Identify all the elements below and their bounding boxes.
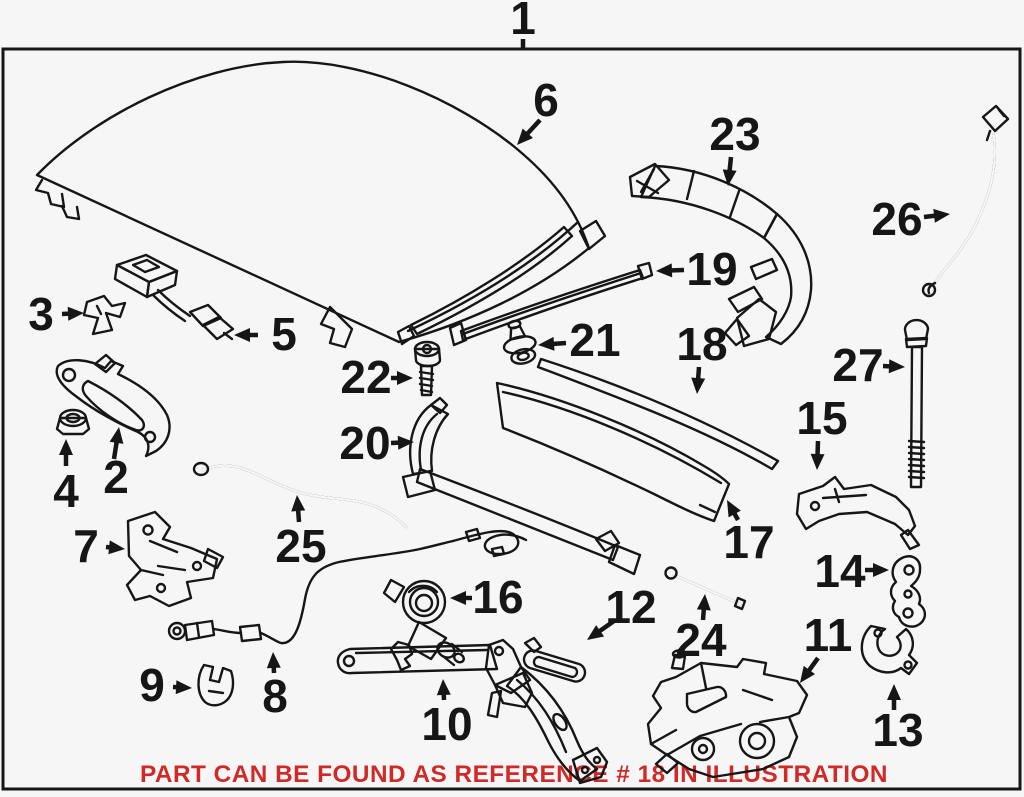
part-arrow-head-9 <box>175 680 192 695</box>
part-label-13: 13 <box>872 704 923 756</box>
part-5-striker-cable-drawing <box>113 253 235 341</box>
part-20-rail-bracket-drawing <box>401 396 642 576</box>
part-arrow-head-15 <box>810 453 825 470</box>
part-arrow-15 <box>815 440 821 462</box>
part-arrow-6 <box>521 118 542 140</box>
part-arrow-24 <box>700 602 707 621</box>
part-27-stud-bolt-drawing <box>903 318 930 489</box>
part-arrow-head-26 <box>933 208 950 223</box>
part-arrow-head-7 <box>108 540 125 555</box>
part-label-5: 5 <box>271 308 297 360</box>
part-label-24: 24 <box>675 614 727 666</box>
part-14-link-plate-drawing <box>889 555 927 628</box>
part-2-bracket-drawing <box>55 353 171 458</box>
part-arrow-19 <box>664 267 685 273</box>
part-arrow-head-19 <box>656 263 673 278</box>
part-arrow-27 <box>882 363 897 369</box>
part-label-9: 9 <box>139 659 165 711</box>
part-11-main-latch-drawing <box>646 649 809 779</box>
part-12-bumper-pad-drawing <box>522 636 587 683</box>
part-label-26: 26 <box>871 193 922 245</box>
part-18-trim-strip-drawing <box>536 357 780 471</box>
part-label-17: 17 <box>723 516 774 568</box>
part-arrow-21 <box>546 340 567 347</box>
part-label-16: 16 <box>472 571 523 623</box>
part-4-grommet-drawing <box>55 408 91 436</box>
part-label-23: 23 <box>709 108 760 160</box>
part-arrow-head-5 <box>234 328 250 342</box>
part-arrow-head-4 <box>59 439 73 455</box>
part-label-12: 12 <box>605 581 656 633</box>
part-arrow-3 <box>61 311 76 317</box>
part-15-guide-bracket-drawing <box>795 475 921 551</box>
part-arrow-head-14 <box>873 563 889 577</box>
part-label-20: 20 <box>339 417 390 469</box>
reference-notice-text: PART CAN BE FOUND AS REFERENCE # 18 IN I… <box>140 761 888 788</box>
part-arrow-25 <box>295 503 302 523</box>
part-24-rod-drawing <box>664 566 747 611</box>
part-25-weatherstrip-drawing <box>192 461 408 529</box>
part-label-19: 19 <box>686 243 737 295</box>
part-label-22: 22 <box>340 351 391 403</box>
part-10-tension-arm-drawing <box>336 638 609 785</box>
part-22-screw-drawing <box>413 340 442 397</box>
part-arrow-26 <box>923 212 942 220</box>
part-label-2: 2 <box>103 451 129 503</box>
part-arrow-17 <box>729 506 740 522</box>
part-arrow-head-2 <box>109 427 124 444</box>
part-17-quarter-glass-drawing <box>495 381 731 523</box>
illustration-border <box>1 47 1022 791</box>
part-23-pillar-frame-drawing <box>628 162 813 348</box>
part-arrow-18 <box>695 366 702 386</box>
part-6-roof-panel-drawing <box>34 60 607 349</box>
part-label-27: 27 <box>832 339 883 391</box>
part-arrow-head-23 <box>722 169 737 186</box>
part-label-14: 14 <box>814 545 866 597</box>
part-13-hook-bracket-drawing <box>860 624 919 676</box>
part-arrow-head-8 <box>266 652 281 669</box>
part-arrow-head-13 <box>887 684 901 700</box>
part-3-clip-drawing <box>82 294 127 336</box>
part-label-8: 8 <box>262 670 288 722</box>
part-arrow-7 <box>105 544 117 551</box>
part-label-15: 15 <box>796 392 847 444</box>
part-arrow-head-27 <box>888 359 905 374</box>
part-arrow-11 <box>803 656 820 678</box>
part-arrow-20 <box>390 440 406 446</box>
part-label-10: 10 <box>421 698 472 750</box>
part-7-lock-drawing <box>125 510 225 608</box>
part-label-18: 18 <box>676 318 727 370</box>
part-arrow-head-18 <box>691 377 706 394</box>
part-arrow-head-21 <box>538 336 555 351</box>
part-arrow-2 <box>111 435 120 460</box>
part-8-cable-drawing <box>167 527 528 645</box>
part-label-11: 11 <box>804 609 853 661</box>
part-label-1: 1 <box>510 0 536 44</box>
line-art-layer <box>34 60 1010 785</box>
part-arrow-head-20 <box>397 435 414 450</box>
part-label-6: 6 <box>533 74 559 126</box>
part-arrow-12 <box>593 619 616 637</box>
part-label-7: 7 <box>73 520 99 572</box>
part-arrow-head-22 <box>397 371 413 385</box>
part-arrow-9 <box>172 684 184 690</box>
part-label-3: 3 <box>28 288 54 340</box>
part-arrow-10 <box>441 687 447 701</box>
part-arrow-head-25 <box>291 495 306 512</box>
part-label-4: 4 <box>53 465 79 517</box>
part-arrow-head-24 <box>696 594 711 611</box>
part-label-21: 21 <box>569 314 620 366</box>
part-arrow-head-10 <box>436 679 451 696</box>
part-arrow-23 <box>726 156 734 178</box>
part-arrow-head-3 <box>67 306 84 321</box>
part-arrow-8 <box>271 660 277 674</box>
part-9-clip-drawing <box>197 663 235 707</box>
part-label-25: 25 <box>275 520 326 572</box>
part-26-hose-drawing <box>921 104 1010 298</box>
part-arrow-head-16 <box>450 591 466 605</box>
part-21-fastener-drawing <box>502 319 537 365</box>
